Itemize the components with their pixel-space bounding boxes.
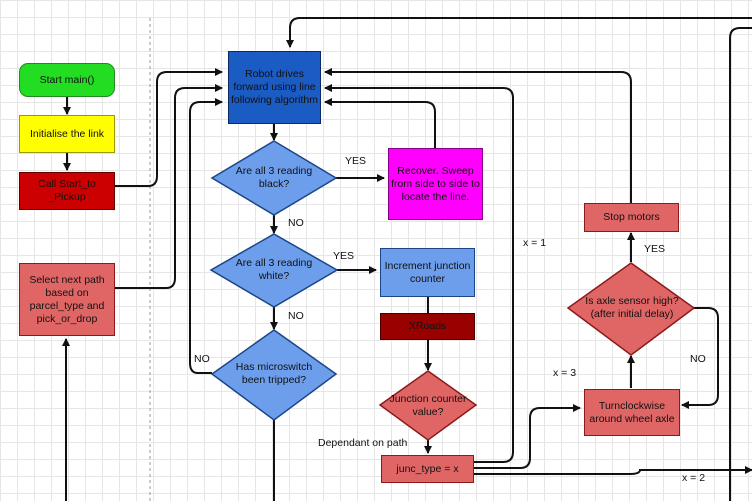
diamond-junction-shape — [378, 370, 478, 441]
call-start-to-pickup-node: Call Start_to _Pickup — [19, 172, 115, 210]
increment-junction-node: Increment junction counter — [380, 248, 475, 297]
diamond-microswitch-shape — [210, 329, 338, 421]
turn-clockwise-node: Turnclockwise around wheel axle — [584, 389, 680, 436]
diamond-axle-shape — [566, 262, 696, 356]
yes-axle-label: YES — [644, 243, 666, 255]
microswitch-decision: Has microswitch been tripped? — [235, 361, 313, 386]
all-white-decision: Are all 3 reading white? — [235, 257, 313, 282]
all-black-decision: Are all 3 reading black? — [235, 165, 313, 190]
diamond-all-black-shape — [210, 140, 338, 216]
junction-value-decision: Junction counter value? — [389, 393, 467, 418]
junc-type-node: junc_type = x — [381, 455, 474, 483]
dependant-on-path-label: Dependant on path — [318, 437, 408, 449]
start-node: Start main() — [19, 63, 115, 97]
select-next-path-node: Select next path based on parcel_type an… — [19, 263, 115, 336]
x2-label: x = 2 — [682, 472, 706, 484]
yes-white-label: YES — [333, 250, 355, 262]
axle-sensor-decision: Is axle sensor high? (after initial dela… — [585, 295, 679, 320]
diamond-all-white-shape — [209, 233, 339, 308]
no-white-label: NO — [288, 310, 304, 322]
robot-drives-node: Robot drives forward using line followin… — [228, 51, 321, 124]
no-axle-label: NO — [690, 353, 706, 365]
xroads-node: XRoads — [380, 313, 475, 340]
initialise-link-node: Initialise the link — [19, 115, 115, 153]
no-black-label: NO — [288, 217, 304, 229]
x1-label: x = 1 — [523, 237, 547, 249]
recover-node: Recover. Sweep from side to side to loca… — [388, 148, 483, 220]
stop-motors-node: Stop motors — [584, 203, 679, 232]
x3-label: x = 3 — [553, 367, 577, 379]
no-microswitch-label: NO — [194, 353, 210, 365]
yes-black-label: YES — [345, 155, 367, 167]
